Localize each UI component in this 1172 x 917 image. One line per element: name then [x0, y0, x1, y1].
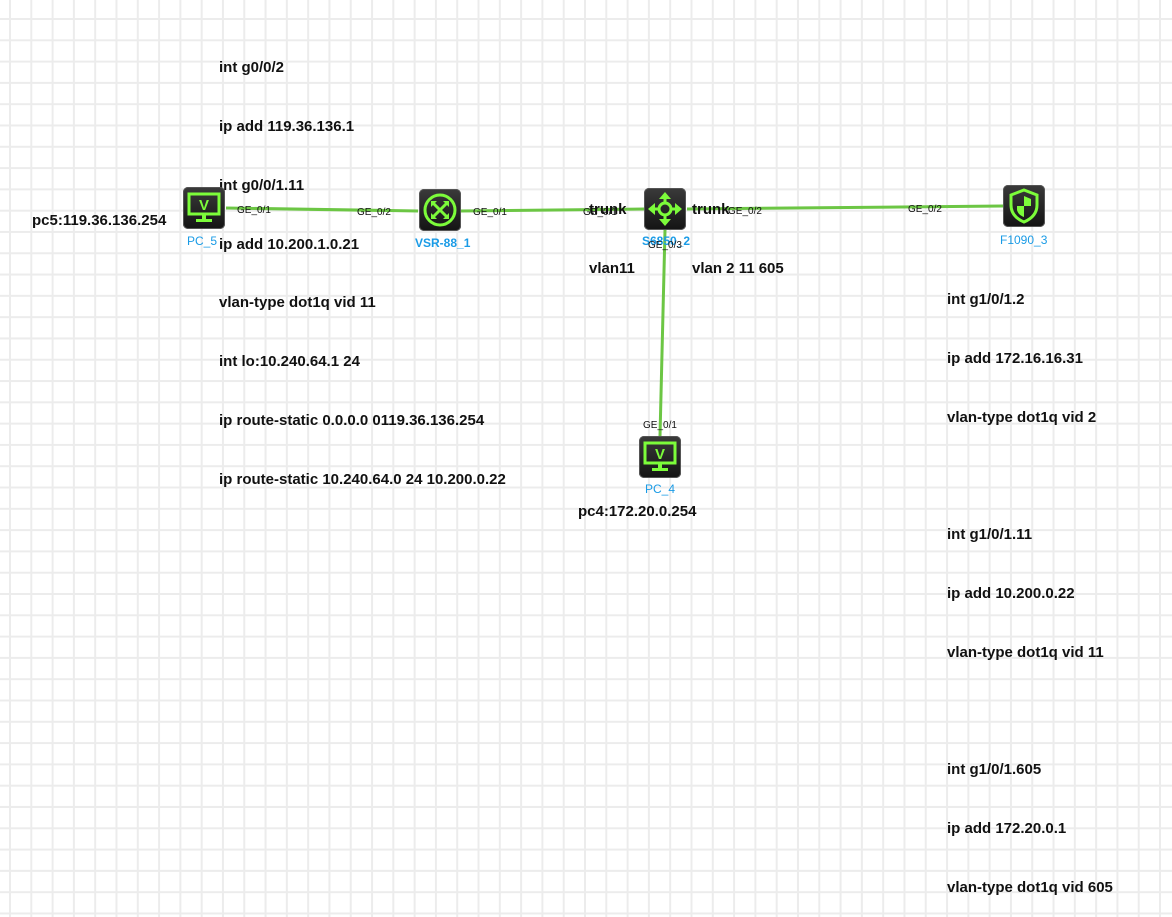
port-label: GE_0/2 — [908, 204, 942, 215]
switch-icon — [648, 192, 682, 226]
port-label: GE_0/3 — [648, 240, 682, 251]
device-label-pc4[interactable]: PC_4 — [645, 482, 676, 496]
svg-text:V: V — [655, 446, 665, 463]
port-label: GE_0/1 — [583, 207, 617, 218]
trunk-note-left: trunk vlan11 — [589, 161, 635, 298]
device-vsr-router[interactable] — [419, 189, 461, 231]
port-label: GE_0/2 — [728, 206, 762, 217]
firewall-shield-icon — [1009, 188, 1039, 224]
link-vsr-switch[interactable] — [459, 207, 646, 213]
monitor-icon: V — [643, 441, 677, 471]
device-label-vsr[interactable]: VSR-88_1 — [415, 236, 471, 250]
pc4-ip-label: pc4:172.20.0.254 — [578, 503, 697, 520]
topology-links — [225, 204, 1004, 437]
device-pc4[interactable]: V — [639, 436, 681, 478]
note-line: trunk — [589, 201, 627, 219]
note-line — [947, 467, 1113, 487]
note-line — [947, 702, 1113, 722]
port-label: GE_0/1 — [473, 207, 507, 218]
note-line: ip add 10.200.0.22 — [947, 585, 1075, 603]
device-label-pc5[interactable]: PC_5 — [187, 234, 218, 248]
note-line: ip add 10.200.1.0.21 — [219, 235, 360, 253]
port-label: GE_0/1 — [643, 420, 677, 431]
link-switch-firewall[interactable] — [686, 204, 1004, 211]
firewall-config-note: int g1/0/1.2 ip add 172.16.16.31 vlan-ty… — [947, 251, 1113, 917]
note-line: ip add 172.16.16.31 — [947, 349, 1083, 367]
device-label-switch[interactable]: S6850_2 — [642, 234, 691, 248]
note-line: vlan 2 11 605 — [692, 259, 784, 277]
trunk-note-right: trunk vlan 2 11 605 — [692, 161, 784, 298]
note-line: int lo:10.240.64.1 24 — [219, 353, 360, 371]
device-switch[interactable] — [644, 188, 686, 230]
port-label: GE_0/1 — [237, 205, 271, 216]
router-icon — [423, 193, 457, 227]
device-pc5[interactable]: V — [183, 187, 225, 229]
note-line: vlan-type dot1q vid 605 — [947, 879, 1113, 896]
note-line: int g1/0/1.11 — [947, 526, 1033, 544]
note-line: ip add 172.20.0.1 — [947, 820, 1067, 838]
note-line: vlan-type dot1q vid 11 — [947, 643, 1104, 661]
device-label-firewall[interactable]: F1090_3 — [1000, 233, 1048, 247]
note-line: vlan-type dot1q vid 2 — [947, 408, 1097, 426]
note-line: int g0/0/2 — [219, 59, 285, 77]
note-line: ip route-static 0.0.0.0 0119.36.136.254 — [219, 411, 485, 429]
note-line: int g1/0/1.605 — [947, 761, 1042, 779]
svg-text:V: V — [199, 197, 209, 214]
note-line: ip add 119.36.136.1 — [219, 117, 355, 135]
device-firewall[interactable] — [1003, 185, 1045, 227]
link-switch-pc4[interactable] — [658, 229, 667, 437]
monitor-icon: V — [187, 192, 221, 222]
note-line: trunk — [692, 201, 730, 219]
note-line: int g0/0/1.11 — [219, 176, 305, 194]
note-line: ip route-static 10.240.64.0 24 10.200.0.… — [219, 470, 506, 488]
link-pc5-vsr[interactable] — [225, 206, 419, 213]
note-line: vlan11 — [589, 259, 635, 277]
note-line: vlan-type dot1q vid 11 — [219, 294, 376, 312]
note-line: int g1/0/1.2 — [947, 291, 1025, 309]
router-config-note: int g0/0/2 ip add 119.36.136.1 int g0/0/… — [219, 19, 506, 509]
port-label: GE_0/2 — [357, 207, 391, 218]
pc5-ip-label: pc5:119.36.136.254 — [32, 212, 167, 229]
